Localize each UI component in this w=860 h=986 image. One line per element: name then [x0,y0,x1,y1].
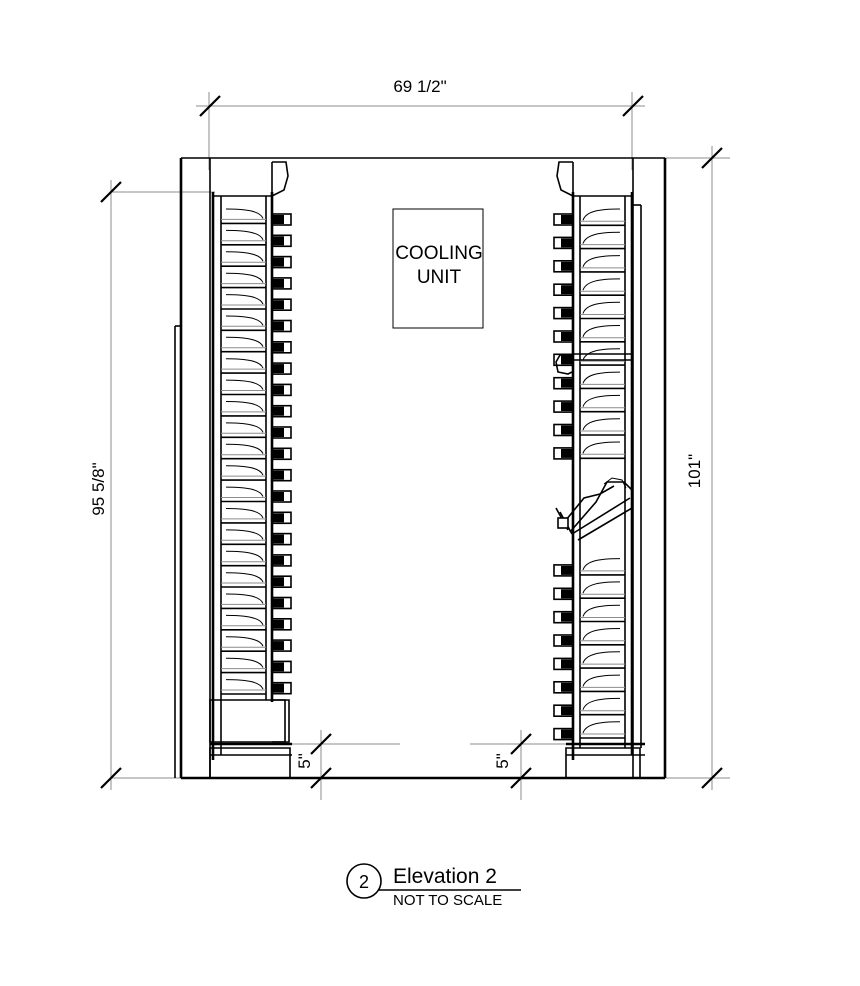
left-rack-assembly [209,161,292,779]
dimension-base-right-label: 5" [493,753,512,769]
cooling-unit-label-line1: COOLING [395,243,483,264]
detail-number-bubble [346,863,382,899]
dimension-overall-width [196,92,645,170]
detail-subtitle-label: NOT TO SCALE [393,892,502,909]
right-rack-shelves [580,208,625,739]
detail-title-label: Elevation 2 [393,865,497,888]
title-block[interactable]: 2 Elevation 2 NOT TO SCALE [346,863,521,909]
right-rack-mid-bracket [555,353,632,375]
tilted-shelf-detail [555,477,633,541]
dimension-interior-height [100,180,215,790]
cooling-unit-box [392,208,484,329]
dimension-overall-width-label: 69 1/2" [393,77,446,96]
left-rack-brackets [271,213,292,695]
dimension-overall-height-label: 101" [685,454,704,488]
cooling-unit-label-line2: UNIT [417,267,462,288]
left-rack-shelves [221,208,266,695]
dimension-overall-height [632,146,730,790]
dimension-base-left-label: 5" [295,753,314,769]
right-rack-brackets [553,213,574,741]
right-rack-assembly [553,161,645,779]
dimension-interior-height-label: 95 5/8" [89,462,108,515]
detail-number-label: 2 [359,872,369,892]
